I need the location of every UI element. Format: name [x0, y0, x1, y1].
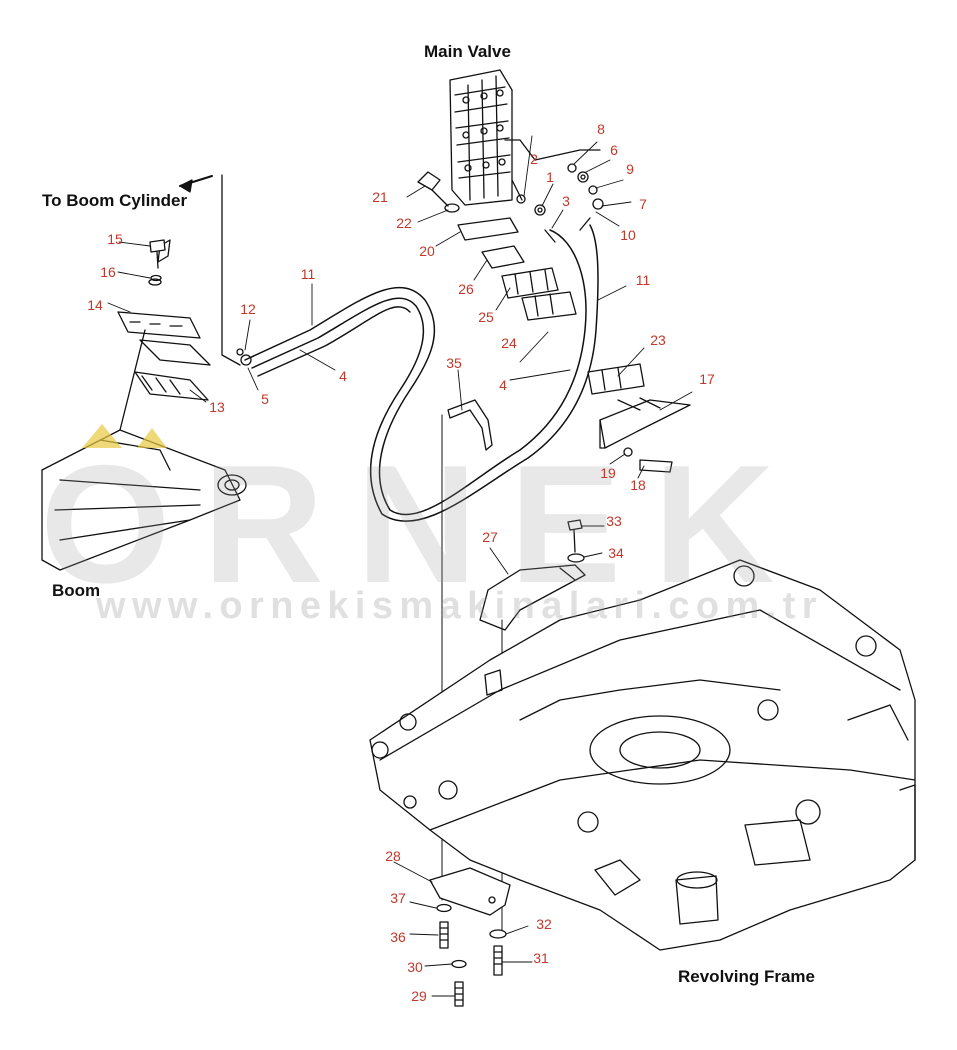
- callout-9: 9: [626, 161, 634, 177]
- callout-29: 29: [411, 988, 427, 1004]
- callout-16: 16: [100, 264, 116, 280]
- clamp-24: [521, 291, 577, 321]
- callout-28: 28: [385, 848, 401, 864]
- callout-4b: 4: [499, 377, 507, 393]
- revolving-frame-label: Revolving Frame: [678, 967, 815, 986]
- callout-14: 14: [87, 297, 103, 313]
- bolt-15: [149, 239, 166, 282]
- callout-11a: 11: [300, 266, 316, 282]
- main-valve: [449, 69, 601, 206]
- callout-10: 10: [620, 227, 636, 243]
- callout-32: 32: [536, 916, 552, 932]
- callout-25: 25: [478, 309, 494, 325]
- revolving-frame: [369, 559, 916, 951]
- callout-35: 35: [446, 355, 462, 371]
- callout-37: 37: [390, 890, 406, 906]
- callout-24: 24: [501, 335, 517, 351]
- valve-fittings: [516, 163, 604, 243]
- watermark-logo-accent: [82, 424, 167, 448]
- callout-31: 31: [533, 950, 549, 966]
- callout-3: 3: [562, 193, 570, 209]
- callout-22: 22: [396, 215, 412, 231]
- callout-7: 7: [639, 196, 647, 212]
- clamp-plate-26: [481, 245, 525, 269]
- clamp-plate-20: [457, 217, 519, 241]
- callout-33: 33: [606, 513, 622, 529]
- leader-lines: [107, 135, 693, 997]
- callout-20: 20: [419, 243, 435, 259]
- main-valve-label: Main Valve: [424, 42, 511, 61]
- callout-1: 1: [546, 169, 554, 185]
- boom: [41, 429, 247, 571]
- callout-13: 13: [209, 399, 225, 415]
- callout-11b: 11: [635, 272, 651, 288]
- callout-4a: 4: [339, 368, 347, 384]
- callout-18: 18: [630, 477, 646, 493]
- bracket-17: [599, 397, 691, 473]
- bracket-35: [447, 399, 493, 451]
- callout-5: 5: [261, 391, 269, 407]
- to-boom-cylinder-label: To Boom Cylinder: [42, 191, 188, 210]
- callout-6: 6: [610, 142, 618, 158]
- boom-label: Boom: [52, 581, 101, 600]
- plate-28: [429, 867, 511, 916]
- hoses: [244, 224, 599, 522]
- cover-27: [479, 564, 586, 631]
- callout-8: 8: [597, 121, 605, 137]
- bolt-33: [567, 519, 585, 563]
- callout-21: 21: [372, 189, 388, 205]
- callout-23: 23: [650, 332, 666, 348]
- boom-fittings: [179, 174, 252, 366]
- callout-26: 26: [458, 281, 474, 297]
- clamp-25: [501, 267, 559, 299]
- callout-15: 15: [107, 231, 123, 247]
- callout-34: 34: [608, 545, 624, 561]
- callout-2: 2: [530, 151, 538, 167]
- clamp-23: [587, 363, 645, 395]
- callout-12: 12: [240, 301, 256, 317]
- callout-19: 19: [600, 465, 616, 481]
- callout-27: 27: [482, 529, 498, 545]
- bottom-bolts: [436, 903, 507, 1007]
- boom-clamps: [114, 239, 211, 451]
- callout-17: 17: [699, 371, 715, 387]
- bolt-21: [417, 171, 460, 213]
- callout-36: 36: [390, 929, 406, 945]
- callout-30: 30: [407, 959, 423, 975]
